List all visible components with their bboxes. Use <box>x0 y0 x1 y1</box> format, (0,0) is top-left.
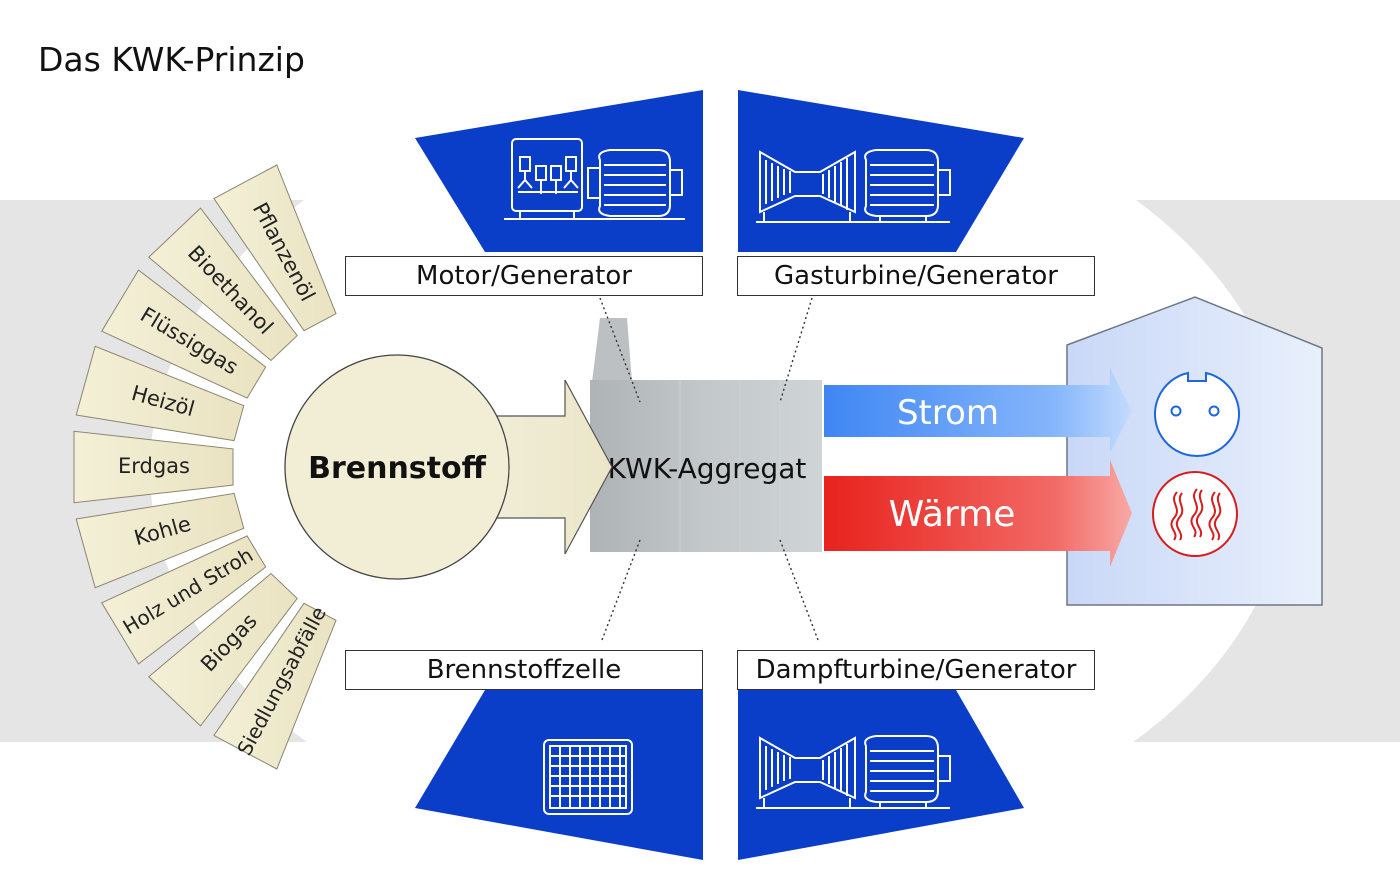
fuel-card <box>100 535 267 665</box>
kwk-aggregate-block <box>590 380 822 552</box>
fuel-card <box>73 430 234 504</box>
page-title: Das KWK-Prinzip <box>38 40 305 79</box>
fuel-card <box>148 207 298 362</box>
heat-flames-icon <box>1152 471 1238 557</box>
brennstoff-label: Brennstoff <box>308 451 487 486</box>
kwk-aggregate-label: KWK-Aggregat <box>608 452 807 485</box>
fuel-card <box>75 492 245 589</box>
motor-panel <box>415 90 703 252</box>
fuel-card <box>213 164 337 332</box>
fuel-card <box>213 602 337 770</box>
power-socket-icon <box>1154 371 1240 458</box>
gas-turbine-generator-icon <box>756 149 951 223</box>
gasturbine-generator-label: Gasturbine/Generator <box>737 256 1095 296</box>
steam-turbine-generator-icon <box>756 735 951 809</box>
leader-lines <box>599 297 819 641</box>
motor-generator-label: Motor/Generator <box>345 256 703 296</box>
fuel-cell-grid-icon <box>543 739 633 815</box>
steamturbine-panel <box>738 690 1024 860</box>
gasturbine-panel <box>738 90 1024 252</box>
waerme-arrow <box>824 460 1132 567</box>
fuel-label: Erdgas <box>118 454 190 478</box>
fuel-card <box>100 269 267 399</box>
dampfturbine-generator-label: Dampfturbine/Generator <box>737 650 1095 690</box>
fuel-card <box>148 572 298 727</box>
strom-arrow <box>824 368 1132 453</box>
brennstoff-circle <box>284 354 510 580</box>
strom-label: Strom <box>897 393 999 433</box>
chimney <box>592 318 632 382</box>
brennstoffzelle-label: Brennstoffzelle <box>345 650 703 690</box>
fuel-card <box>75 345 245 442</box>
engine-generator-icon <box>504 138 685 220</box>
waerme-label: Wärme <box>889 494 1016 535</box>
